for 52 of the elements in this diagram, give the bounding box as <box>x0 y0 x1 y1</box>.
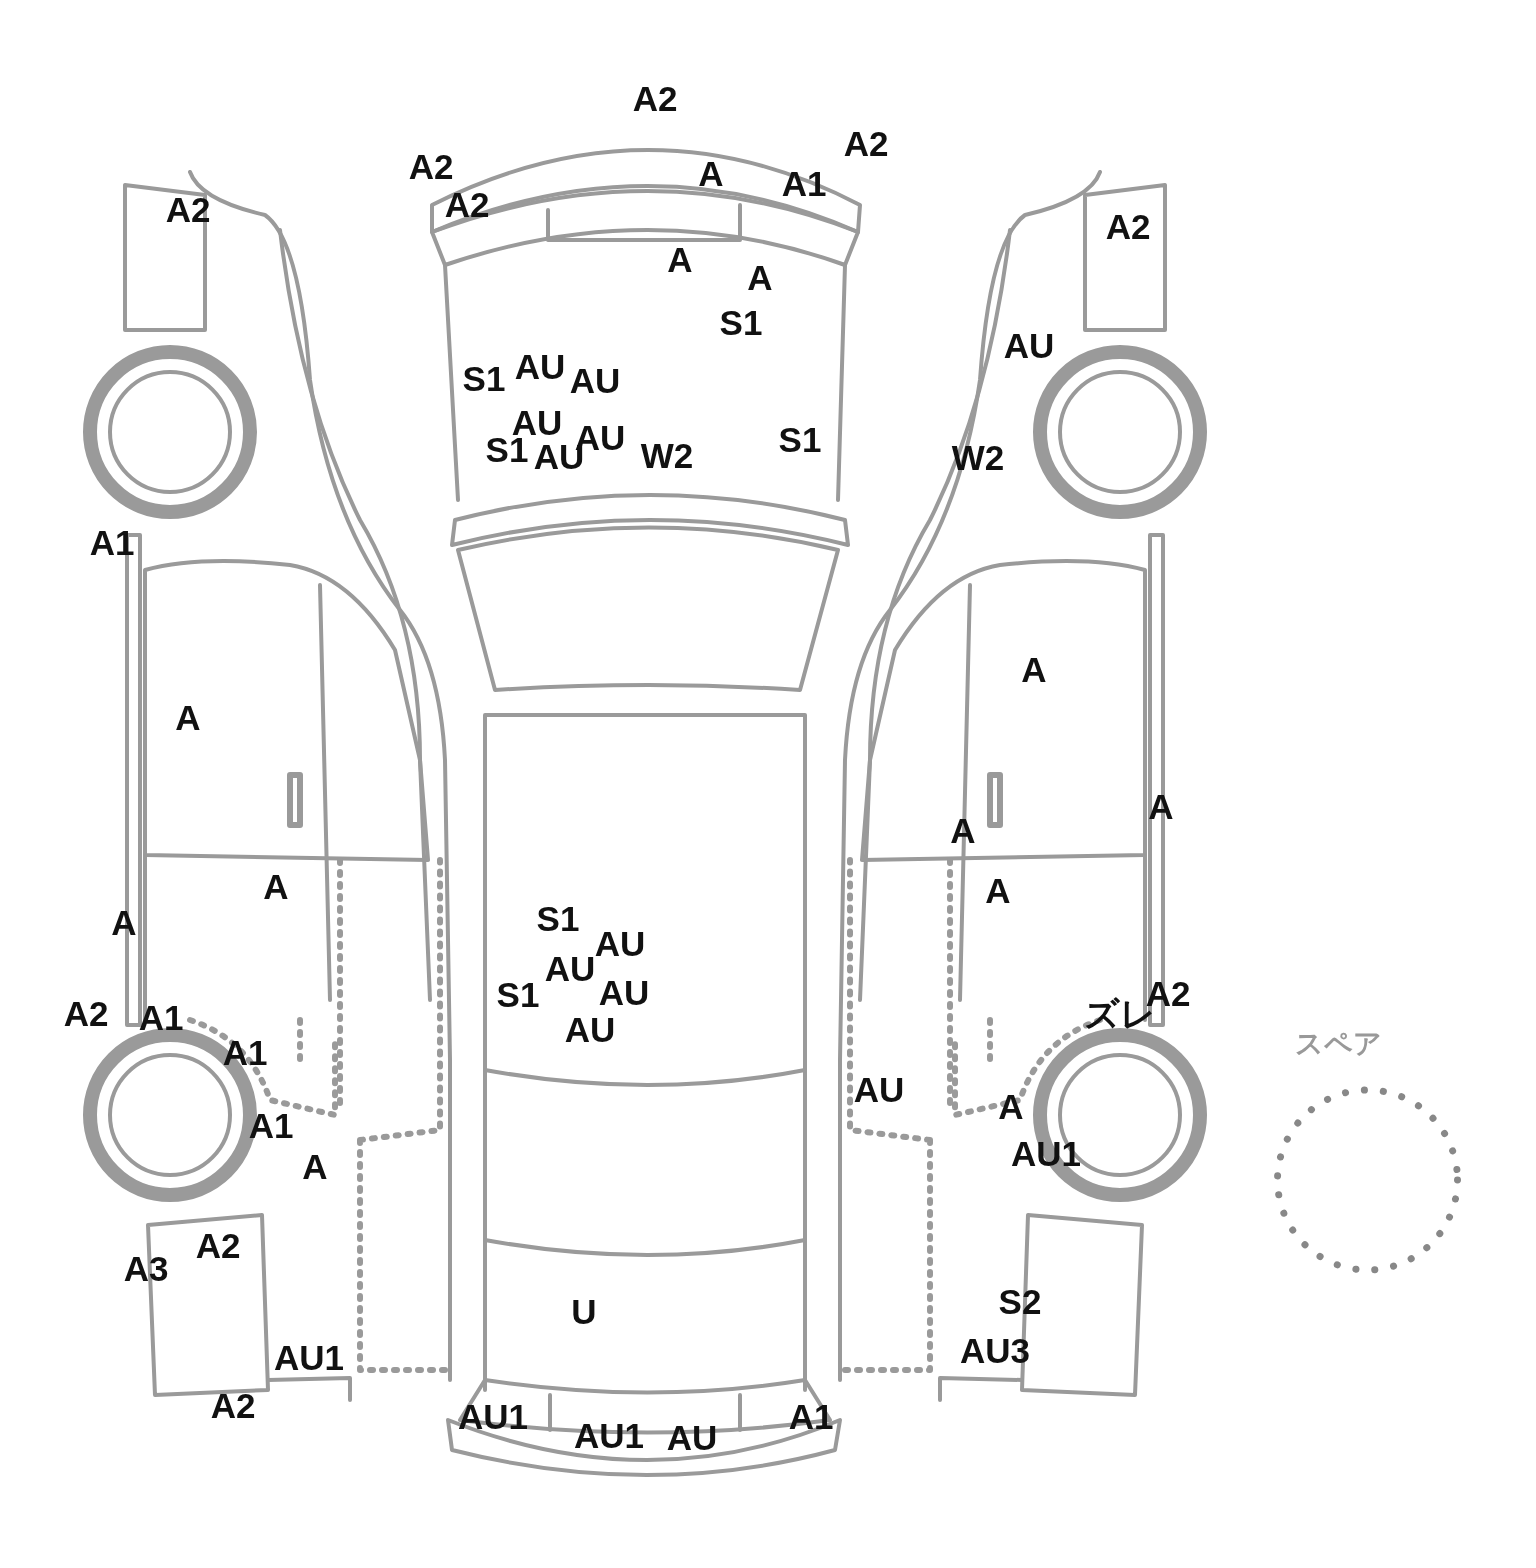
damage-code: AU1 <box>1011 1135 1081 1171</box>
damage-code: A2 <box>195 1227 241 1263</box>
damage-code: A1 <box>788 1398 834 1434</box>
damage-code: A <box>950 812 976 848</box>
damage-code: A1 <box>781 165 827 201</box>
damage-code: A2 <box>210 1387 256 1423</box>
damage-code: A2 <box>632 80 678 116</box>
damage-code: A2 <box>408 148 454 184</box>
damage-code: S1 <box>778 421 822 457</box>
damage-code: A <box>998 1088 1024 1124</box>
damage-code: AU <box>544 950 596 986</box>
damage-code: A <box>985 872 1011 908</box>
damage-code: AU <box>853 1071 905 1107</box>
damage-code: A <box>747 259 773 295</box>
damage-code: AU <box>514 348 566 384</box>
damage-code: AU1 <box>574 1417 644 1453</box>
damage-code: A2 <box>63 995 109 1031</box>
damage-code: A <box>263 868 289 904</box>
damage-code: A <box>302 1148 328 1184</box>
spare-label: スペア <box>1295 1030 1382 1058</box>
damage-code: S2 <box>998 1283 1042 1319</box>
damage-code: AU <box>1003 327 1055 363</box>
damage-code: AU <box>598 974 650 1010</box>
damage-code: A <box>698 155 724 191</box>
damage-code: A1 <box>89 524 135 560</box>
damage-code: A1 <box>248 1107 294 1143</box>
damage-code: AU3 <box>960 1332 1030 1368</box>
damage-code: U <box>571 1293 597 1329</box>
damage-code: W2 <box>640 437 694 473</box>
damage-code: A <box>1021 651 1047 687</box>
damage-code: A3 <box>123 1250 169 1286</box>
damage-code: S1 <box>496 976 540 1012</box>
damage-code: AU <box>564 1011 616 1047</box>
damage-code: A <box>111 904 137 940</box>
damage-code: W2 <box>951 439 1005 475</box>
damage-code: S1 <box>536 900 580 936</box>
damage-code: A2 <box>165 191 211 227</box>
damage-code: AU <box>594 925 646 961</box>
damage-code: A2 <box>843 125 889 161</box>
damage-code: A <box>1148 788 1174 824</box>
damage-code: A2 <box>444 186 490 222</box>
damage-code: AU <box>569 362 621 398</box>
damage-code: AU1 <box>274 1339 344 1375</box>
damage-code: A <box>175 699 201 735</box>
damage-code: A1 <box>138 999 184 1035</box>
damage-code: AU1 <box>458 1398 528 1434</box>
damage-code: A1 <box>222 1034 268 1070</box>
damage-code: A <box>667 241 693 277</box>
damage-code: AU <box>666 1419 718 1455</box>
damage-code: S1 <box>719 304 763 340</box>
damage-code: A2 <box>1105 208 1151 244</box>
damage-code: S1 <box>462 360 506 396</box>
